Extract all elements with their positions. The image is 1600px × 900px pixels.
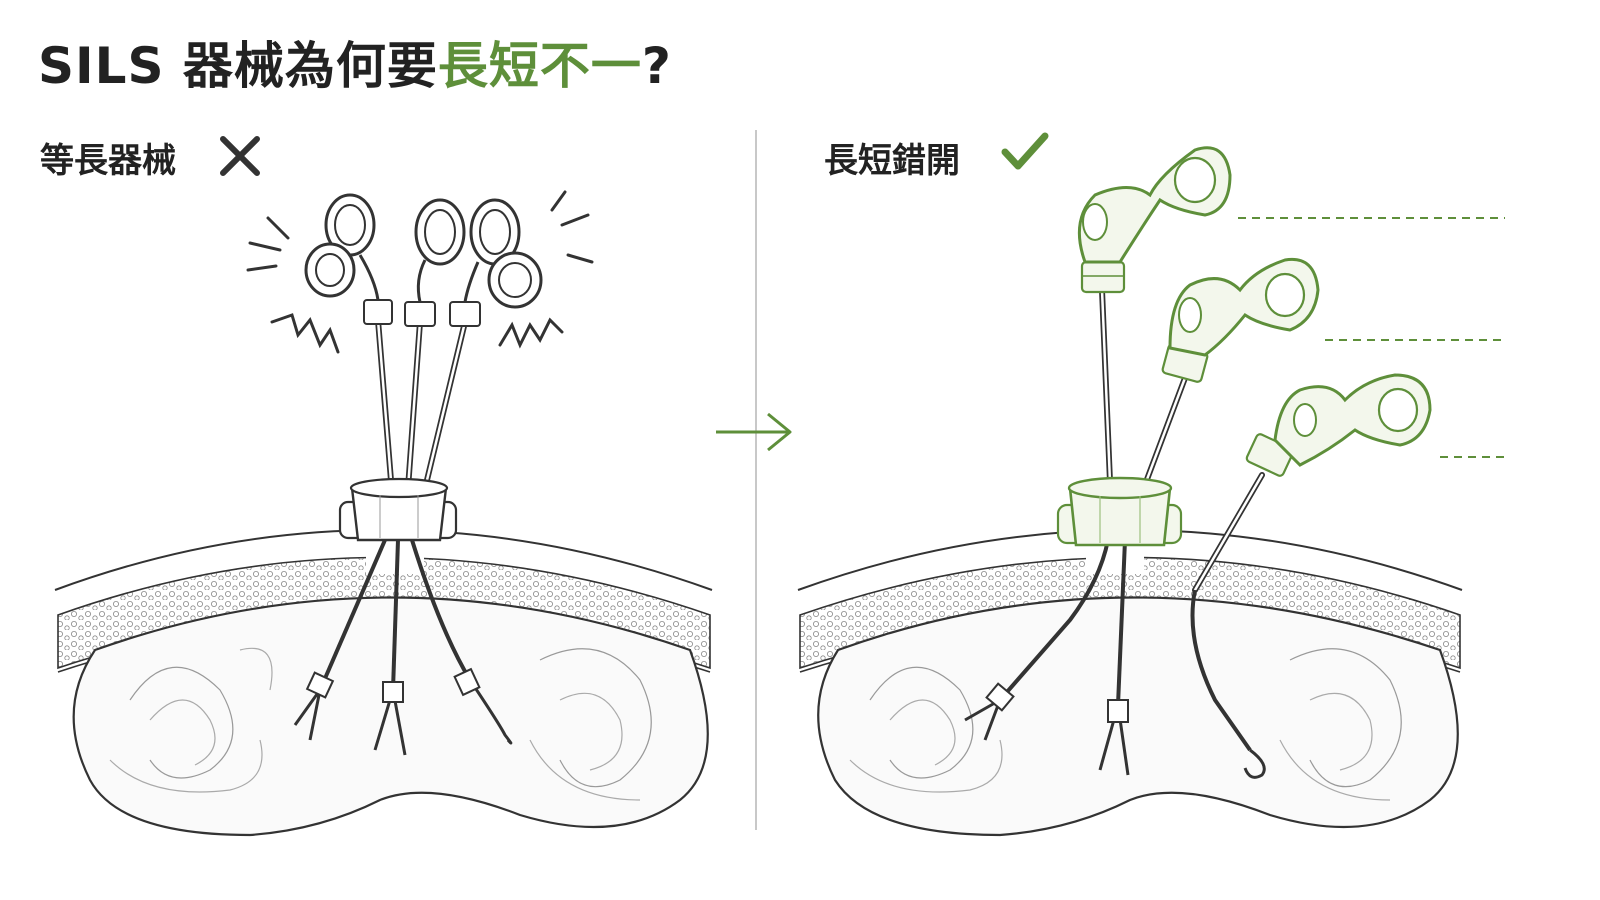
check-icon: [1001, 132, 1049, 170]
medium-instrument: [1098, 257, 1320, 776]
abdominal-cavity-left: [72, 596, 709, 837]
short-instrument: [1190, 373, 1432, 779]
abdominal-cavity-right: [817, 596, 1459, 837]
title-suffix: ?: [641, 37, 672, 95]
right-scene: [797, 146, 1505, 837]
collision-marks: [246, 190, 594, 354]
title-prefix: SILS 器械為何要: [38, 37, 438, 95]
single-port-right: [1056, 476, 1183, 547]
left-panel-label: 等長器械: [40, 141, 176, 181]
single-port-left: [338, 477, 458, 542]
cross-icon: [220, 136, 260, 176]
page-title: SILS 器械為何要長短不一?: [38, 26, 672, 98]
right-panel-label: 長短錯開: [824, 141, 960, 181]
panel-divider: [755, 130, 757, 830]
title-highlight: 長短不一: [437, 37, 642, 95]
height-guides: [1238, 217, 1505, 458]
left-scene: [54, 190, 713, 837]
equal-instrument-2: [373, 198, 466, 756]
arrow-icon: [716, 412, 792, 452]
